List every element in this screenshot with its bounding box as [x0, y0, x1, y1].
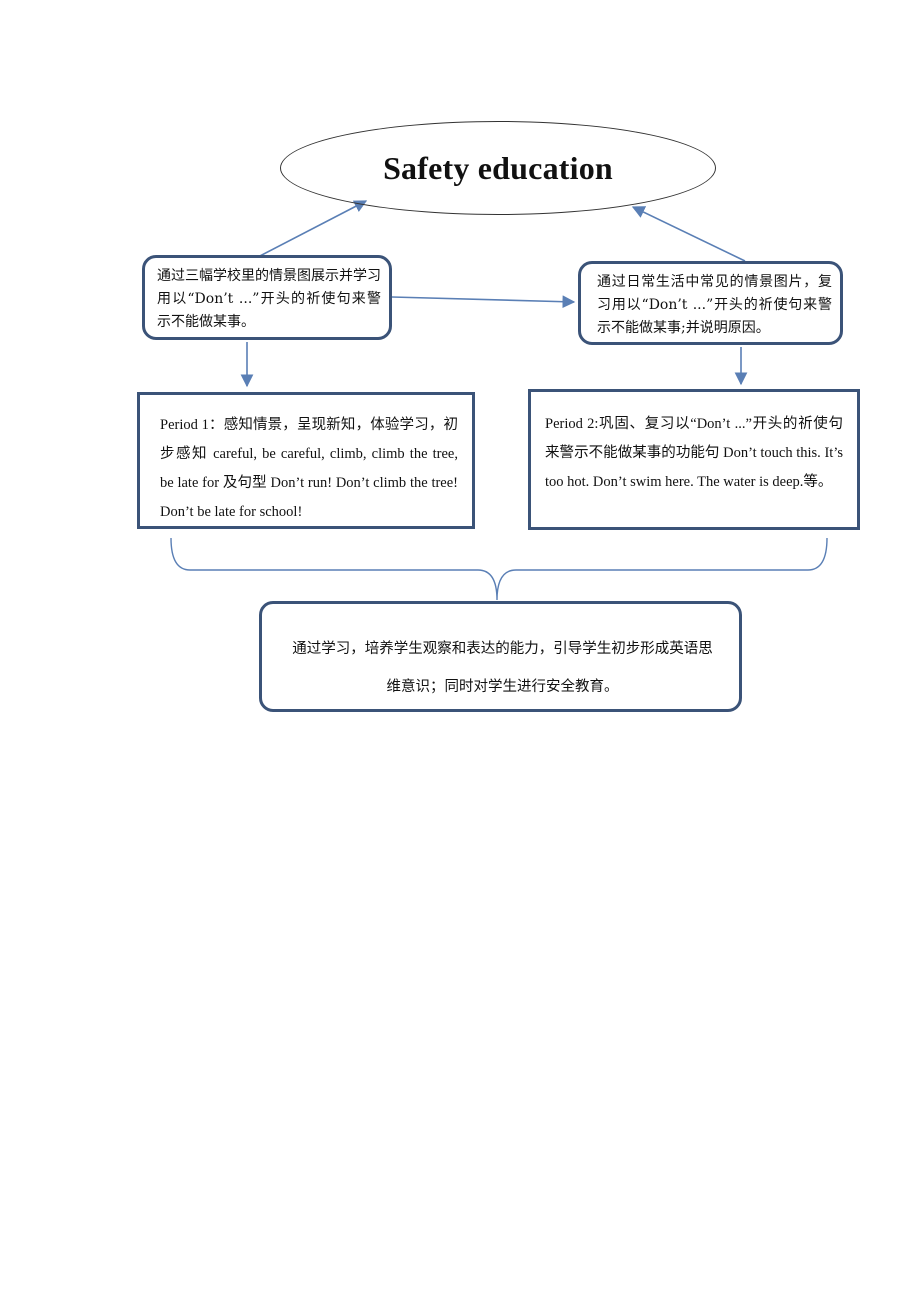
- left-goal-text: 通过三幅学校里的情景图展示并学习用以“Don’t ...”开头的祈使句来警示不能…: [157, 268, 381, 330]
- arrow-right-goal-to-title: [631, 206, 746, 262]
- right-goal-text: 通过日常生活中常见的情景图片，复习用以“Don’t ...”开头的祈使句来警示不…: [597, 274, 832, 336]
- summary-text: 通过学习，培养学生观察和表达的能力，引导学生初步形成英语思维意识；同时对学生进行…: [292, 641, 713, 695]
- arrow-left-goal-to-right-goal: [391, 295, 576, 309]
- summary-box: 通过学习，培养学生观察和表达的能力，引导学生初步形成英语思维意识；同时对学生进行…: [259, 601, 742, 712]
- period-2-text: Period 2:巩固、复习以“Don’t ...”开头的祈使句来警示不能做某事…: [545, 416, 843, 490]
- period-2-box: Period 2:巩固、复习以“Don’t ...”开头的祈使句来警示不能做某事…: [528, 389, 860, 530]
- diagram-title: Safety education: [383, 149, 613, 186]
- left-goal-box: 通过三幅学校里的情景图展示并学习用以“Don’t ...”开头的祈使句来警示不能…: [142, 255, 392, 340]
- period-1-text: Period 1：感知情景，呈现新知，体验学习，初步感知 careful, be…: [160, 417, 458, 520]
- title-ellipse: Safety education: [280, 121, 716, 215]
- arrow-left-goal-to-title: [255, 200, 368, 259]
- brace-connector: [170, 537, 828, 601]
- period-1-box: Period 1：感知情景，呈现新知，体验学习，初步感知 careful, be…: [137, 392, 475, 529]
- right-goal-box: 通过日常生活中常见的情景图片，复习用以“Don’t ...”开头的祈使句来警示不…: [578, 261, 843, 345]
